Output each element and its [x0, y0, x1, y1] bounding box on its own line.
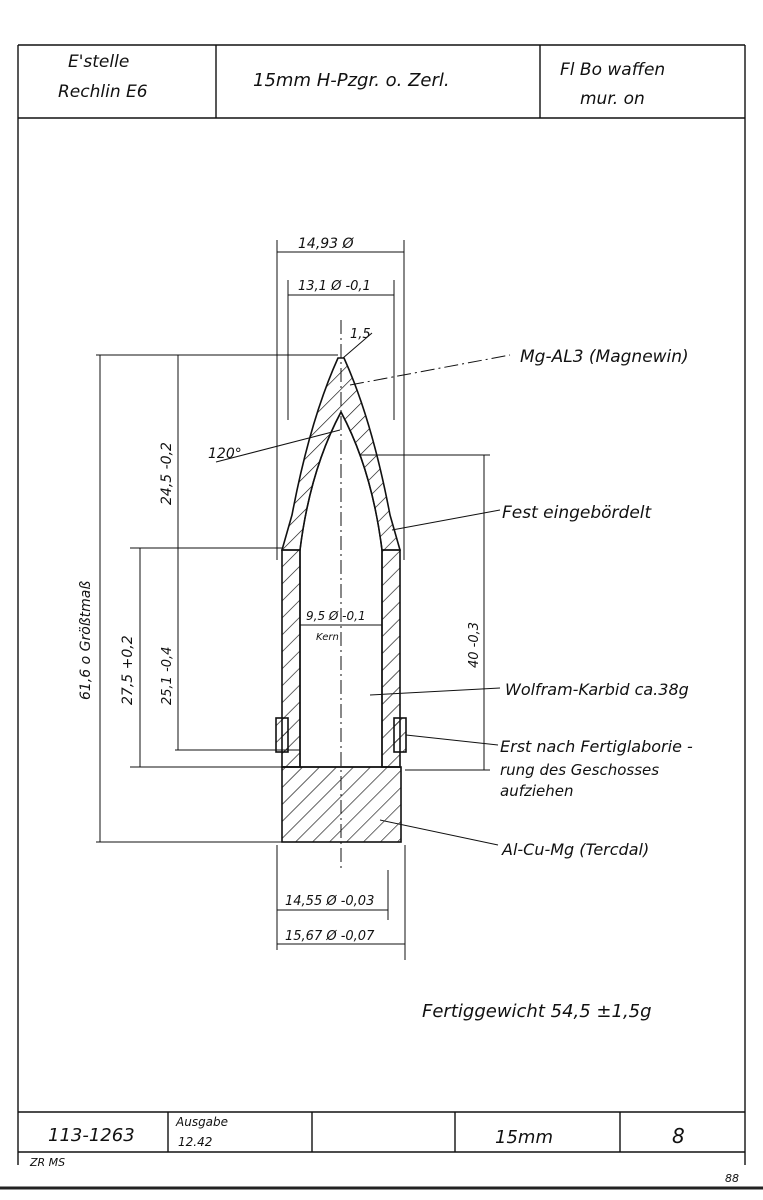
dim-tip-diameter [287, 280, 395, 420]
edition-date: 12.42 [178, 1135, 212, 1149]
footer-block [18, 1111, 745, 1153]
core-length-label: 25,1 -0,4 [160, 647, 175, 705]
nose-material-label: Mg-AL3 (Magnewin) [520, 347, 689, 367]
band-diameter-1-label: 14,55 Ø -0,03 [285, 894, 374, 909]
title-block [17, 44, 746, 1165]
tip-angle-label: 120° [208, 446, 242, 462]
header-right-line1: Fl Bo waffen [560, 60, 665, 80]
band-leader [405, 734, 499, 746]
header-right-line2: mur. on [580, 89, 645, 109]
drawing-title: 15mm H-Pzgr. o. Zerl. [253, 70, 450, 91]
header-left-line2: Rechlin E6 [58, 82, 148, 102]
dim-lines-left [96, 354, 338, 843]
band-note-line1: Erst nach Fertiglaborie - [500, 737, 693, 756]
ogive-length-label: 24,5 -0,2 [159, 442, 175, 505]
driving-band-left [275, 717, 289, 753]
stamp-text: ZR MS [29, 1156, 65, 1169]
tip-radius-leader [342, 332, 373, 359]
caliber-label: 15mm [495, 1127, 553, 1148]
base-leader [379, 819, 499, 846]
tip-radius-label: 1,5 [350, 327, 371, 342]
dim-band-diameters [276, 845, 406, 960]
crimp-leader [391, 509, 501, 531]
driving-band-right [393, 717, 407, 753]
core-leader [369, 687, 501, 696]
finished-weight: Fertiggewicht 54,5 ±1,5g [422, 1001, 652, 1022]
crimp-length-label: 40 -0,3 [467, 622, 482, 668]
tungsten-core [299, 410, 383, 767]
overall-length-label: 61,6 o Größtmaß [78, 581, 94, 700]
projectile-section [275, 357, 407, 843]
core-label: Kern [316, 632, 339, 643]
base-part [281, 766, 402, 843]
outer-diameter-label: 14,93 Ø [298, 236, 355, 252]
core-diameter-label: 9,5 Ø -0,1 [306, 609, 366, 623]
sheet-number: 8 [672, 1124, 685, 1148]
nose-leader [349, 354, 511, 386]
band-note-line3: aufziehen [500, 782, 574, 800]
body-length-label: 27,5 +0,2 [120, 635, 136, 705]
dim-crimp [360, 454, 490, 771]
corner-number: 88 [725, 1172, 739, 1185]
tip-diameter-label: 13,1 Ø -0,1 [298, 279, 371, 294]
band-note-line2: rung des Geschosses [500, 761, 659, 779]
dim-outer-diameter [276, 240, 405, 560]
drawing-number: 113-1263 [48, 1125, 135, 1146]
base-material-label: Al-Cu-Mg (Tercdal) [501, 840, 649, 859]
band-diameter-2-label: 15,67 Ø -0,07 [285, 929, 375, 944]
header-left-line1: E'stelle [68, 52, 129, 72]
tip-angle-leader [215, 429, 341, 463]
crimp-note: Fest eingebördelt [502, 503, 653, 523]
edition-label: Ausgabe [175, 1115, 228, 1129]
core-material-label: Wolfram-Karbid ca.38g [505, 680, 689, 699]
